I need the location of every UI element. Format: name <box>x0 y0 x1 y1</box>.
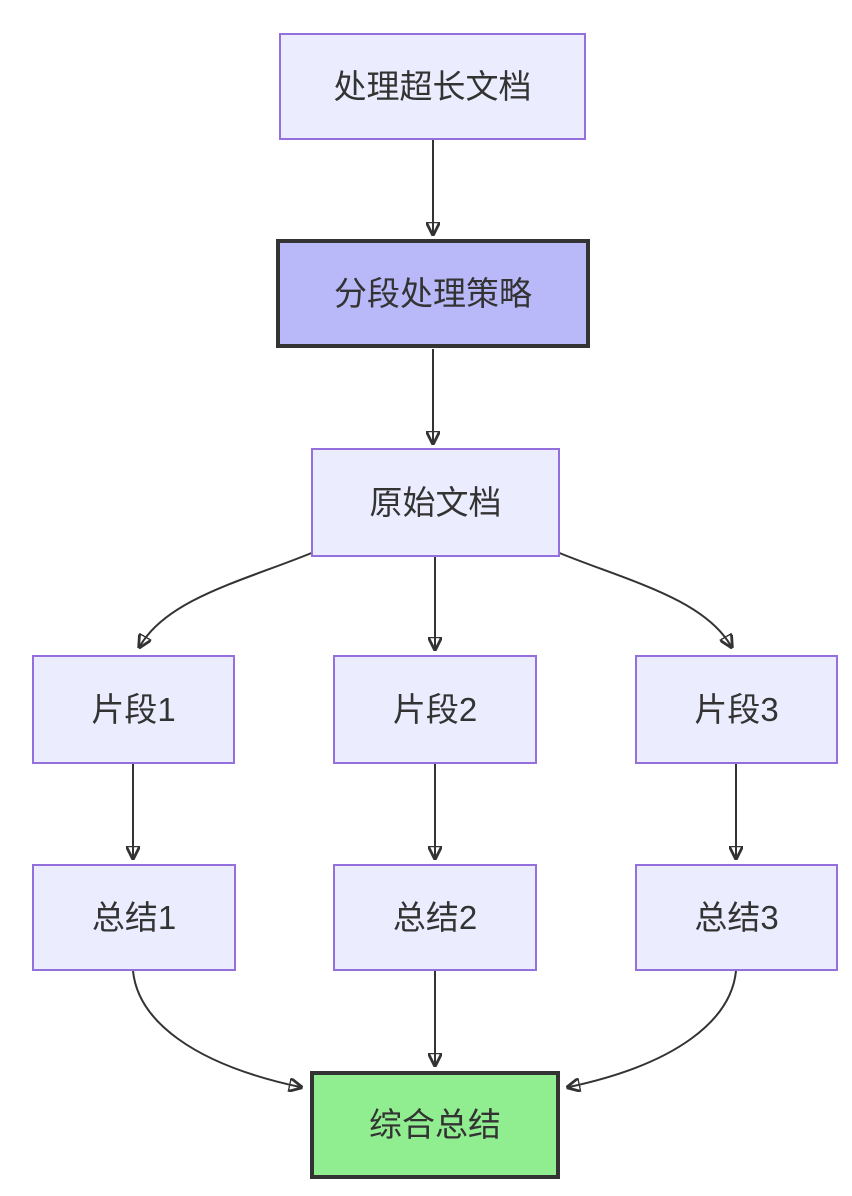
node-combined-summary: 综合总结 <box>310 1071 560 1179</box>
node-label: 片段3 <box>694 690 779 728</box>
node-segmentation-strategy: 分段处理策略 <box>276 239 590 348</box>
node-original-document: 原始文档 <box>311 448 560 557</box>
edge-c-s1 <box>140 551 315 646</box>
node-label: 原始文档 <box>369 483 502 521</box>
node-summary-3: 总结3 <box>635 864 838 971</box>
edge-z1-f <box>132 970 300 1087</box>
edge-c-s3 <box>556 551 731 646</box>
node-label: 总结3 <box>694 898 779 936</box>
node-label: 分段处理策略 <box>334 274 532 312</box>
node-fragment-2: 片段2 <box>333 655 537 764</box>
node-fragment-1: 片段1 <box>32 655 235 764</box>
node-label: 总结1 <box>91 898 177 936</box>
node-label: 片段1 <box>91 690 176 728</box>
node-fragment-3: 片段3 <box>635 655 838 764</box>
node-handle-long-document: 处理超长文档 <box>279 33 586 140</box>
edge-z3-f <box>569 970 737 1087</box>
node-summary-2: 总结2 <box>333 864 537 971</box>
node-summary-1: 总结1 <box>32 864 236 971</box>
node-label: 总结2 <box>392 898 478 936</box>
node-label: 综合总结 <box>369 1106 501 1144</box>
node-label: 片段2 <box>392 690 478 728</box>
node-label: 处理超长文档 <box>333 67 532 105</box>
